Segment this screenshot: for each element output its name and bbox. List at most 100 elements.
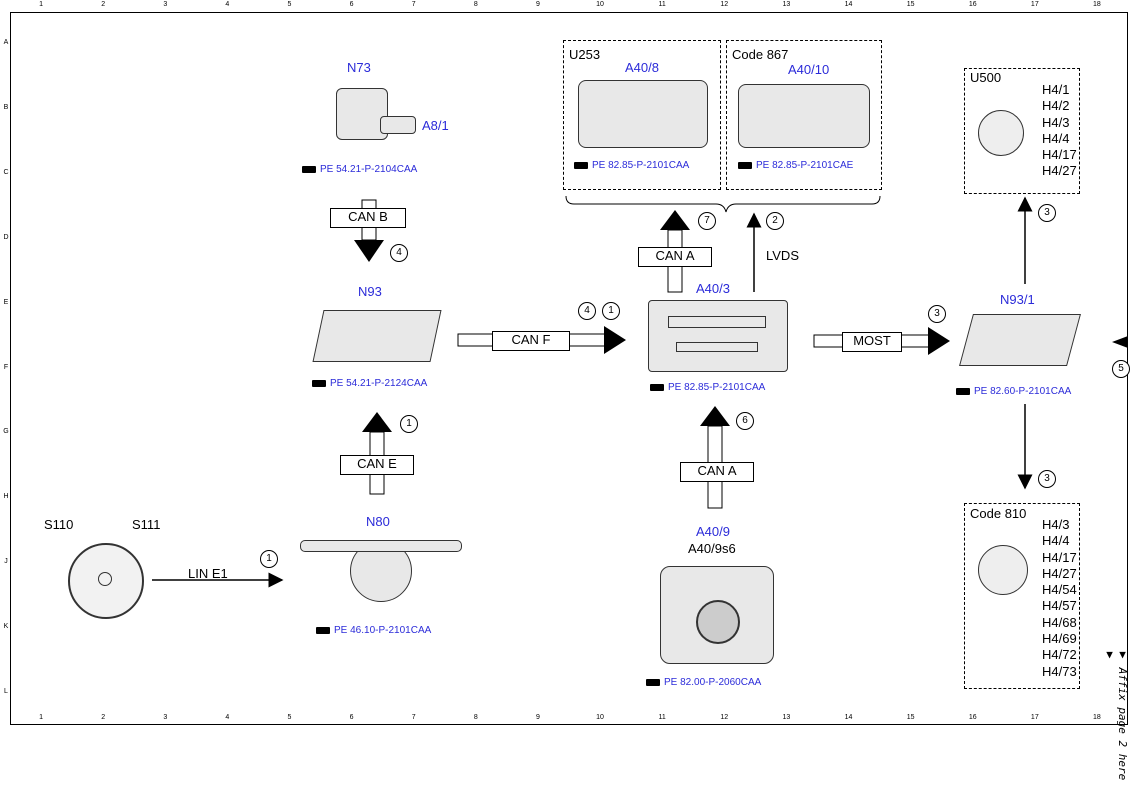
- a40-3-display-slot: [668, 316, 766, 328]
- ruler-row-label: B: [3, 104, 9, 112]
- ruler-row-label: F: [3, 363, 9, 371]
- a40-3-head-unit-image: [648, 300, 788, 372]
- ruler-column-label: 9: [535, 714, 540, 721]
- code-867-label: Code 867: [732, 47, 789, 62]
- a40-9s6-label: A40/9s6: [688, 541, 736, 556]
- s110-label: S110: [44, 517, 74, 532]
- ruler-column-label: 15: [906, 714, 915, 721]
- a40-9-ref-text: PE 82.00-P-2060CAA: [664, 677, 762, 688]
- ruler-column-label: 15: [906, 1, 915, 8]
- n80-ref-text: PE 46.10-P-2101CAA: [334, 625, 432, 636]
- ruler-column-label: 12: [720, 714, 729, 721]
- a40-8-label: A40/8: [625, 60, 659, 75]
- ruler-column-label: 6: [349, 714, 354, 721]
- speaker-item: H4/27: [1042, 163, 1077, 179]
- a40-8-display-image: [578, 80, 708, 148]
- a40-10-reference[interactable]: PE 82.85-P-2101CAE: [738, 160, 853, 171]
- code-867-group-box: [726, 40, 882, 190]
- n73-label: N73: [347, 60, 371, 75]
- ruler-column-label: 13: [782, 1, 791, 8]
- speaker-item: H4/69: [1042, 631, 1077, 647]
- ruler-column-label: 14: [844, 714, 853, 721]
- speaker-item: H4/54: [1042, 582, 1077, 598]
- ruler-column-label: 4: [225, 714, 230, 721]
- code-810-speaker-image: [978, 545, 1028, 595]
- ruler-column-label: 16: [968, 714, 977, 721]
- marker-right: 5: [1112, 360, 1130, 378]
- ruler-column-label: 14: [844, 1, 853, 8]
- n93-1-amplifier-image: [959, 314, 1081, 366]
- most-label: MOST: [842, 332, 902, 352]
- speaker-item: H4/72: [1042, 647, 1077, 663]
- a40-8-reference[interactable]: PE 82.85-P-2101CAA: [574, 160, 689, 171]
- n93-control-unit-image: [312, 310, 442, 362]
- marker-lvds: 2: [766, 212, 784, 230]
- u500-group-box: [964, 68, 1080, 194]
- ruler-column-label: 7: [411, 714, 416, 721]
- affix-note: ▼ Affix page 2 here ▼: [1103, 648, 1129, 781]
- a8-1-label: A8/1: [422, 118, 449, 133]
- lin-e1-label: LIN E1: [188, 566, 228, 581]
- marker-can-b: 4: [390, 244, 408, 262]
- ruler-column-label: 7: [411, 1, 416, 8]
- reference-hand-icon: [316, 626, 330, 634]
- speaker-item: H4/57: [1042, 598, 1077, 614]
- marker-can-a-top: 7: [698, 212, 716, 230]
- ruler-column-label: 16: [968, 1, 977, 8]
- ruler-row-label: D: [3, 233, 9, 241]
- speaker-item: H4/4: [1042, 130, 1070, 146]
- a40-9-reference[interactable]: PE 82.00-P-2060CAA: [646, 677, 761, 688]
- ruler-column-label: 2: [101, 714, 106, 721]
- ruler-row-label: L: [4, 687, 8, 695]
- marker-up: 3: [1038, 204, 1056, 222]
- ruler-column-label: 11: [658, 1, 666, 8]
- speaker-item: H4/27: [1042, 565, 1077, 581]
- u500-label: U500: [970, 70, 1002, 85]
- can-a-top-label: CAN A: [638, 247, 712, 267]
- a40-3-label: A40/3: [696, 281, 730, 296]
- u253-label: U253: [569, 47, 601, 62]
- n93-reference[interactable]: PE 54.21-P-2124CAA: [312, 378, 427, 389]
- n93-1-reference[interactable]: PE 82.60-P-2101CAA: [956, 386, 1071, 397]
- code-810-label: Code 810: [970, 506, 1027, 521]
- ruler-column-label: 5: [287, 1, 292, 8]
- controller-knob-icon: [696, 600, 740, 644]
- ruler-column-label: 17: [1030, 1, 1039, 8]
- reference-hand-icon: [650, 383, 664, 391]
- n93-1-ref-text: PE 82.60-P-2101CAA: [974, 386, 1072, 397]
- reference-hand-icon: [302, 165, 316, 173]
- n73-reference[interactable]: PE 54.21-P-2104CAA: [302, 164, 417, 175]
- ruler-column-label: 3: [163, 714, 168, 721]
- n93-1-label: N93/1: [1000, 292, 1035, 307]
- can-b-label: CAN B: [330, 208, 406, 228]
- ruler-column-label: 9: [535, 1, 540, 8]
- marker-lin: 1: [260, 550, 278, 568]
- a40-10-label: A40/10: [788, 62, 830, 77]
- speaker-item: H4/4: [1042, 533, 1070, 549]
- a40-9-label: A40/9: [696, 524, 730, 539]
- a40-3-reference[interactable]: PE 82.85-P-2101CAA: [650, 382, 765, 393]
- speaker-item: H4/3: [1042, 517, 1070, 532]
- ruler-row-label: H: [3, 493, 9, 501]
- a40-3-ref-text: PE 82.85-P-2101CAA: [668, 382, 766, 393]
- ruler-column-label: 12: [720, 1, 729, 8]
- star-emblem-icon: [98, 572, 112, 586]
- ruler-column-label: 17: [1030, 714, 1039, 721]
- ruler-row-label: G: [3, 428, 9, 436]
- u500-speaker-image: [978, 110, 1024, 156]
- n80-reference[interactable]: PE 46.10-P-2101CAA: [316, 625, 431, 636]
- n73-ref-text: PE 54.21-P-2104CAA: [320, 164, 418, 175]
- code-810-group-box: [964, 503, 1080, 689]
- can-e-label: CAN E: [340, 455, 414, 475]
- reference-hand-icon: [738, 161, 752, 169]
- u253-group-box: [563, 40, 721, 190]
- speaker-item: H4/2: [1042, 98, 1070, 114]
- ruler-column-label: 10: [596, 714, 604, 721]
- marker-can-a-bottom: 6: [736, 412, 754, 430]
- reference-hand-icon: [312, 379, 326, 387]
- ruler-column-label: 11: [658, 714, 666, 721]
- can-a-bottom-label: CAN A: [680, 462, 754, 482]
